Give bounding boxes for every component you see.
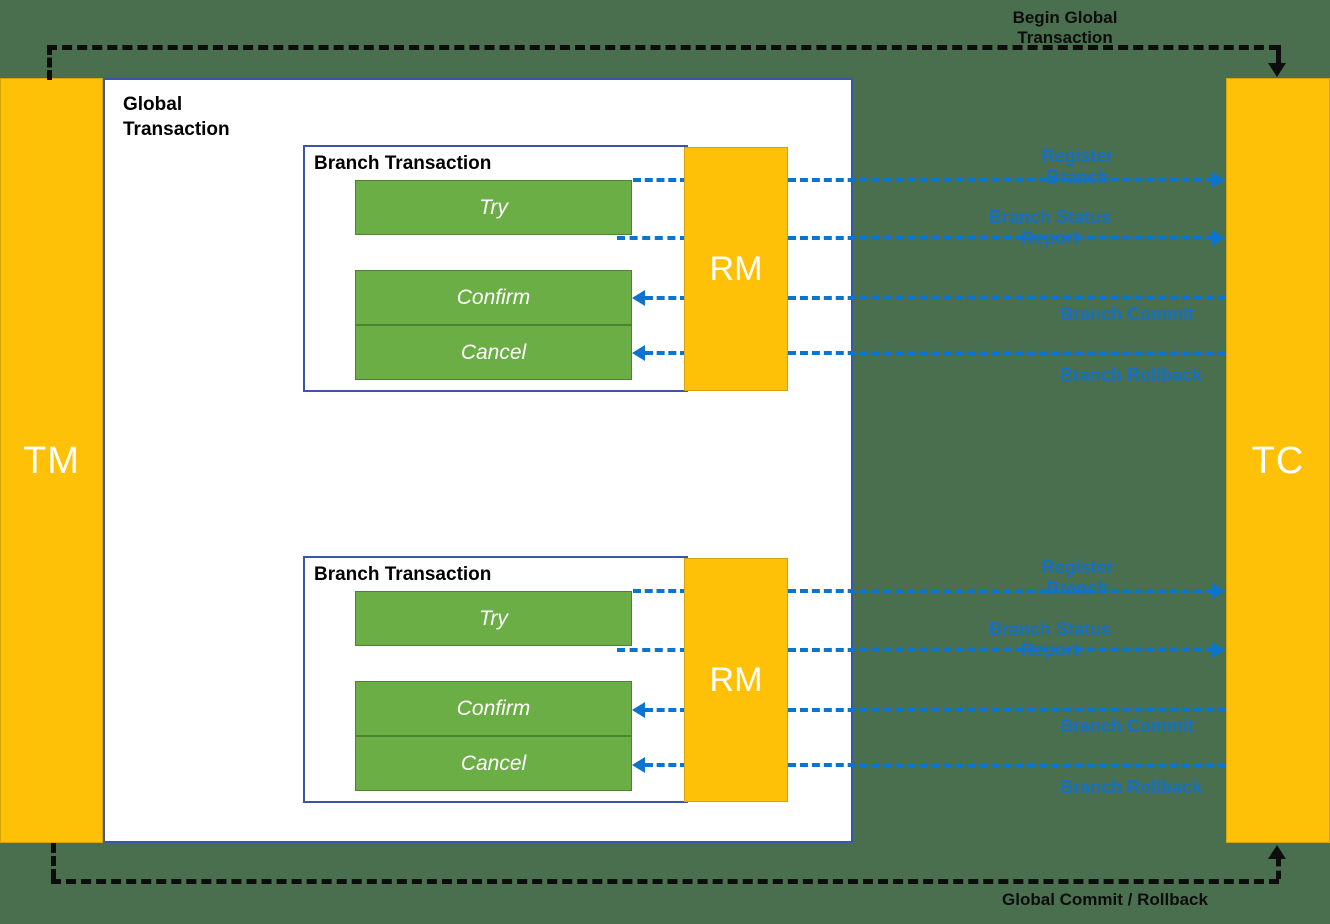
branch-1-status-report-line-inner (617, 236, 688, 240)
branch-2-commit-line-outer (788, 708, 1226, 712)
branch-1-status-report-arrowhead (1212, 230, 1225, 246)
branch-2-try-label: Try (479, 607, 508, 630)
global-transaction-title-line1: Global (123, 94, 183, 115)
branch-2-rollback-line-inner (645, 763, 688, 767)
branch-2-status-report-label: Branch Status Report (960, 619, 1140, 660)
branch-2-register-branch-label-line1: Register (1041, 557, 1114, 577)
global-commit-line-horizontal (51, 879, 1279, 884)
begin-global-transaction-label-line2: Transaction (1017, 28, 1113, 48)
branch-2-commit-label: Branch Commit (1060, 716, 1230, 737)
branch-1-rollback-line-inner (645, 351, 688, 355)
branch-1-status-report-label: Branch Status Report (960, 207, 1140, 248)
branch-1-rollback-line-outer (788, 351, 1226, 355)
branch-2-cancel-box[interactable]: Cancel (355, 736, 632, 791)
branch-1-commit-line-outer (788, 296, 1226, 300)
branch-1-register-branch-line-outer (788, 178, 1214, 182)
branch-1-cancel-label: Cancel (460, 341, 527, 364)
branch-2-confirm-box[interactable]: Confirm (355, 681, 632, 736)
begin-global-transaction-line-vertical-right (1276, 45, 1281, 65)
branch-1-commit-line-inner (645, 296, 688, 300)
branch-1-commit-label-line1: Branch Commit (1060, 304, 1195, 324)
global-commit-line-vertical-left (51, 843, 56, 879)
branch-2-confirm-label: Confirm (456, 697, 531, 720)
branch-1-confirm-label: Confirm (456, 286, 531, 309)
branch-1-try-label: Try (479, 196, 508, 219)
branch-2-rm-box[interactable]: RM (684, 558, 788, 802)
branch-1-register-branch-arrowhead (1212, 172, 1225, 188)
tm-pillar[interactable]: TM (0, 78, 103, 843)
branch-2-status-report-line-inner (617, 648, 688, 652)
global-commit-rollback-label-text: Global Commit / Rollback (1002, 890, 1208, 909)
branch-1-register-branch-line-inner (633, 178, 688, 182)
branch-2-commit-line-inner (645, 708, 688, 712)
branch-1-rm-label: RM (709, 250, 763, 288)
global-commit-arrowhead (1268, 845, 1286, 859)
begin-global-transaction-arrowhead (1268, 63, 1286, 77)
branch-1-try-box[interactable]: Try (355, 180, 632, 235)
begin-global-transaction-label-line1: Begin Global (1012, 8, 1118, 27)
tc-label: TC (1251, 439, 1305, 482)
branch-transaction-title-1: Branch Transaction (314, 153, 492, 174)
branch-2-register-branch-line-outer (788, 589, 1214, 593)
tc-pillar[interactable]: TC (1226, 78, 1330, 843)
branch-1-status-report-line-outer (788, 236, 1214, 240)
branch-2-rollback-label-line1: Branch Rollback (1060, 777, 1203, 797)
branch-2-status-report-arrowhead (1212, 642, 1225, 658)
branch-2-register-branch-arrowhead (1212, 583, 1225, 599)
branch-2-commit-arrowhead (632, 702, 645, 718)
branch-2-status-report-label-line1: Branch Status (988, 619, 1112, 639)
branch-2-rollback-arrowhead (632, 757, 645, 773)
branch-2-cancel-label: Cancel (460, 752, 527, 775)
branch-2-rollback-label: Branch Rollback (1060, 777, 1240, 798)
branch-2-rollback-line-outer (788, 763, 1226, 767)
branch-1-rollback-label-line1: Branch Rollback (1060, 365, 1203, 385)
tm-label: TM (23, 439, 80, 482)
branch-2-commit-label-line1: Branch Commit (1060, 716, 1195, 736)
branch-2-register-branch-line-inner (633, 589, 688, 593)
begin-global-transaction-line-horizontal (47, 45, 1279, 50)
branch-1-commit-arrowhead (632, 290, 645, 306)
branch-1-register-branch-label-line1: Register (1041, 146, 1114, 166)
branch-1-rollback-label: Branch Rollback (1060, 365, 1240, 386)
begin-global-transaction-line-vertical-left (47, 45, 52, 80)
global-commit-line-vertical-right (1276, 858, 1281, 879)
branch-1-rm-box[interactable]: RM (684, 147, 788, 391)
global-commit-rollback-label: Global Commit / Rollback (975, 890, 1235, 910)
branch-2-rm-label: RM (709, 661, 763, 699)
branch-1-cancel-box[interactable]: Cancel (355, 325, 632, 380)
global-transaction-title-line2: Transaction (123, 119, 230, 141)
global-transaction-title: Global Transaction (123, 92, 283, 143)
branch-1-confirm-box[interactable]: Confirm (355, 270, 632, 325)
branch-2-try-box[interactable]: Try (355, 591, 632, 646)
branch-1-status-report-label-line1: Branch Status (988, 207, 1112, 227)
branch-1-rollback-arrowhead (632, 345, 645, 361)
branch-1-commit-label: Branch Commit (1060, 304, 1230, 325)
begin-global-transaction-label: Begin Global Transaction (965, 8, 1165, 49)
branch-2-status-report-line-outer (788, 648, 1214, 652)
branch-transaction-title-2: Branch Transaction (314, 564, 492, 585)
